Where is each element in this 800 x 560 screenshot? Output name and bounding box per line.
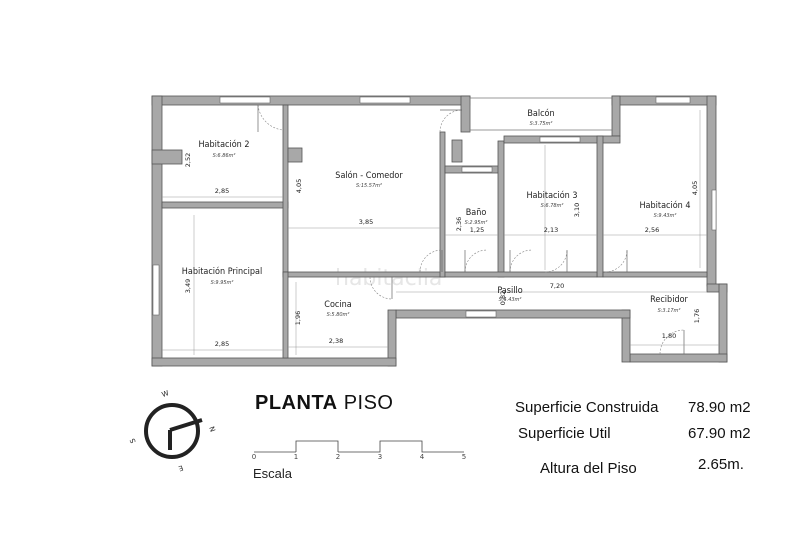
- room-name: Habitación 3: [526, 190, 577, 201]
- room-area: S:6.78m²: [541, 203, 564, 209]
- room-area: S:3.17m²: [658, 308, 681, 314]
- dimension-label: 1,25: [470, 226, 484, 234]
- dimension-label: 2,36: [455, 217, 463, 231]
- dimension-label: 3,10: [573, 203, 581, 217]
- dimension-label: 2,13: [544, 226, 558, 234]
- dimension-label: 2,38: [329, 337, 343, 345]
- scale-tick: 2: [336, 453, 340, 461]
- room-area: S:9.95m²: [211, 280, 234, 286]
- room-name: Balcón: [527, 108, 554, 119]
- dimension-label: 2,56: [645, 226, 659, 234]
- stat-label-util: Superficie Util: [518, 425, 611, 442]
- room-area: S:9.43m²: [654, 213, 677, 219]
- plan-title: PLANTA PISO: [255, 392, 393, 415]
- dimension-label: 2,85: [215, 340, 229, 348]
- scale-tick: 0: [252, 453, 256, 461]
- walls: [151, 95, 728, 367]
- room-area: S:3.75m²: [530, 121, 553, 127]
- room-name: Pasillo: [497, 286, 522, 296]
- dimension-label: 2,52: [184, 153, 192, 167]
- room-name: Habitación 2: [198, 139, 249, 150]
- compass-letter: E: [177, 463, 184, 472]
- scale-tick: 4: [420, 453, 425, 461]
- compass-icon: W N S E: [128, 389, 216, 472]
- scale-tick: 3: [378, 453, 382, 461]
- scale-tick: 1: [294, 453, 298, 461]
- stat-value-util: 67.90 m2: [688, 425, 751, 442]
- dimension-labels: 2,52 2,85 4,05 3,85 2,36 1,25 3,10 2,13 …: [184, 153, 701, 348]
- windows: [152, 96, 717, 318]
- stat-value-altura: 2.65m.: [698, 456, 744, 473]
- scale-bar: 0 1 2 3 4 5: [252, 440, 466, 461]
- room-name: Baño: [466, 208, 487, 218]
- dimension-label: 7,20: [550, 282, 564, 290]
- stat-label-construida: Superficie Construida: [515, 399, 659, 416]
- room-labels: Habitación 2 S:6.86m² Salón - Comedor S:…: [182, 108, 691, 318]
- room-area: S:5.80m²: [327, 312, 350, 318]
- compass-letter: W: [161, 389, 170, 399]
- scale-label: Escala: [253, 466, 293, 481]
- dimension-label: 3,85: [359, 218, 373, 226]
- room-name: Habitación 4: [639, 200, 690, 211]
- stat-label-altura: Altura del Piso: [540, 460, 637, 477]
- room-area: S:6.86m²: [213, 153, 236, 159]
- room-name: Recibidor: [650, 295, 688, 305]
- watermark: habitaclia: [335, 266, 442, 291]
- room-name: Cocina: [324, 300, 351, 310]
- room-name: Habitación Principal: [182, 266, 262, 277]
- scale-tick: 5: [462, 453, 466, 461]
- dimension-label: 1,76: [693, 309, 701, 323]
- plan-title-regular: PISO: [343, 392, 394, 414]
- dimension-label: 4,05: [295, 179, 303, 193]
- dimension-label: 2,85: [215, 187, 229, 195]
- stat-value-construida: 78.90 m2: [688, 399, 751, 416]
- balcony-outline: [469, 97, 612, 132]
- dimension-label: 4,05: [691, 181, 699, 195]
- dimension-label: 3,49: [184, 279, 192, 293]
- room-area: S:2.95m²: [465, 220, 488, 226]
- doors: [257, 104, 685, 355]
- dimension-label: 0,82: [499, 291, 507, 305]
- compass-letter: N: [207, 425, 216, 433]
- plan-title-bold: PLANTA: [255, 392, 338, 414]
- dimension-label: 1,80: [662, 332, 676, 340]
- room-area: S:4.43m²: [499, 297, 522, 303]
- dimension-label: 1,96: [294, 311, 302, 325]
- compass-letter: S: [128, 437, 137, 444]
- dimension-lines: [162, 110, 719, 355]
- room-name: Salón - Comedor: [335, 170, 403, 181]
- room-area: S:15.57m²: [356, 183, 382, 189]
